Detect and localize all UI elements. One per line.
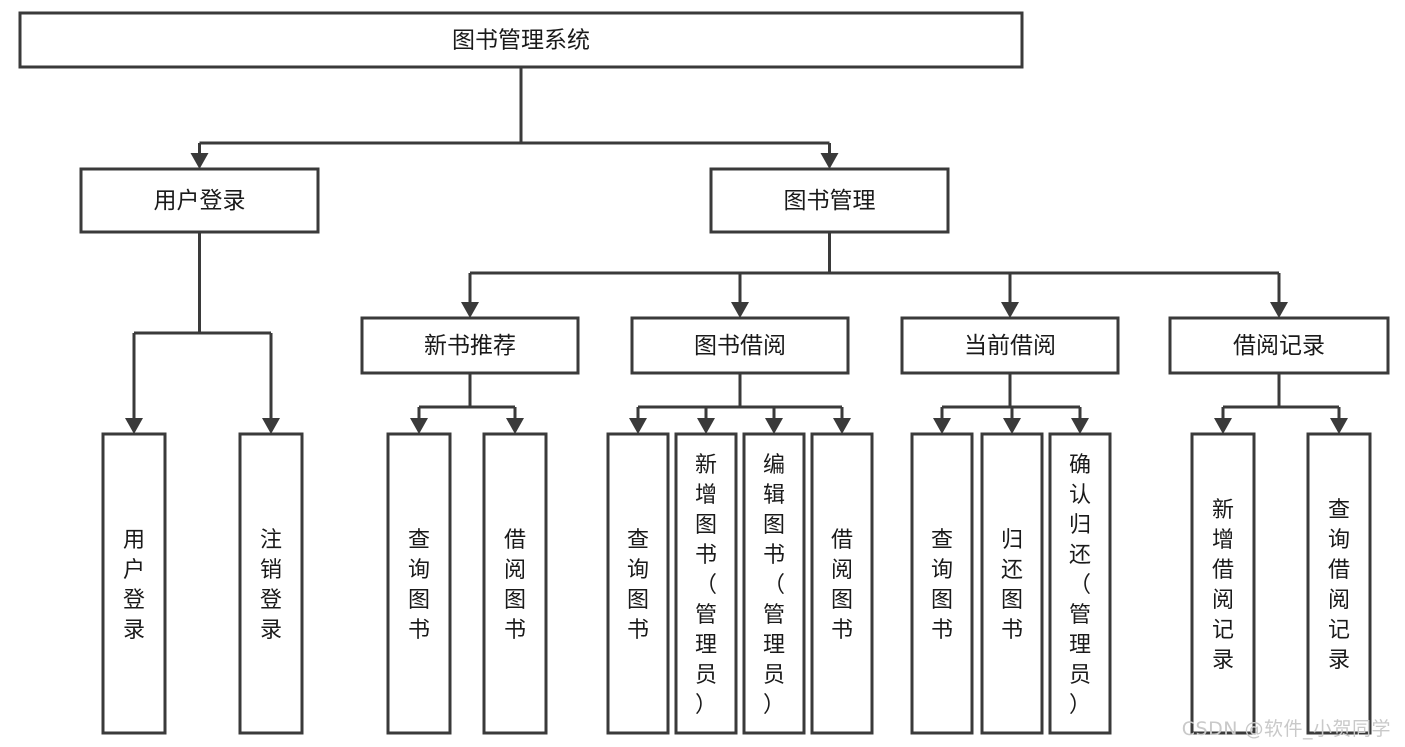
arrow-head-icon [833, 418, 851, 434]
node-leaf-10[interactable]: 确认归还（管理员） [1048, 432, 1112, 735]
connector-group-当前借阅 [933, 373, 1089, 434]
node-level2-1[interactable]: 图书管理 [709, 167, 950, 234]
node-box[interactable] [709, 167, 950, 234]
arrow-head-icon [1071, 418, 1089, 434]
node-leaf-6[interactable]: 编辑图书（管理员） [742, 432, 806, 735]
node-label: 查询图书 [408, 528, 430, 643]
node-box[interactable] [1190, 432, 1256, 735]
arrow-head-icon [1214, 418, 1232, 434]
node-level3-0[interactable]: 新书推荐 [360, 316, 580, 375]
node-box[interactable] [630, 316, 850, 375]
arrow-head-icon [262, 418, 280, 434]
node-label: 查询借阅记录 [1328, 498, 1350, 673]
node-label: 注销登录 [260, 528, 282, 643]
node-leaf-12[interactable]: 查询借阅记录 [1306, 432, 1372, 735]
connector-group-图书借阅 [629, 373, 851, 434]
node-box[interactable] [900, 316, 1120, 375]
node-box[interactable] [238, 432, 304, 735]
node-label: 查询图书 [931, 528, 953, 643]
node-box[interactable] [910, 432, 974, 735]
arrow-head-icon [1003, 418, 1021, 434]
arrow-head-icon [629, 418, 647, 434]
node-label: 用户登录 [154, 188, 246, 214]
connectors-layer [125, 67, 1348, 434]
node-box[interactable] [980, 432, 1044, 735]
node-label: 借阅记录 [1233, 333, 1325, 359]
node-root-0[interactable]: 图书管理系统 [18, 11, 1024, 69]
arrow-head-icon [125, 418, 143, 434]
node-leaf-11[interactable]: 新增借阅记录 [1190, 432, 1256, 735]
node-box[interactable] [386, 432, 452, 735]
node-box[interactable] [742, 432, 806, 735]
connector-group-root [190, 67, 839, 169]
node-label: 图书管理系统 [452, 28, 590, 54]
node-leaf-8[interactable]: 查询图书 [910, 432, 974, 735]
connector-group-借阅记录 [1214, 373, 1348, 434]
arrow-head-icon [190, 153, 209, 169]
connector-group-user-login [125, 232, 280, 434]
node-box[interactable] [360, 316, 580, 375]
node-leaf-1[interactable]: 注销登录 [238, 432, 304, 735]
arrow-head-icon [731, 302, 749, 318]
arrow-head-icon [1001, 302, 1019, 318]
node-box[interactable] [1048, 432, 1112, 735]
node-label: 当前借阅 [964, 333, 1056, 359]
node-box[interactable] [810, 432, 874, 735]
node-leaf-0[interactable]: 用户登录 [101, 432, 167, 735]
node-leaf-2[interactable]: 查询图书 [386, 432, 452, 735]
node-label: 新增借阅记录 [1212, 498, 1234, 673]
arrow-head-icon [697, 418, 715, 434]
arrow-head-icon [410, 418, 428, 434]
node-box[interactable] [674, 432, 738, 735]
arrow-head-icon [933, 418, 951, 434]
node-leaf-9[interactable]: 归还图书 [980, 432, 1044, 735]
node-box[interactable] [606, 432, 670, 735]
node-box[interactable] [79, 167, 320, 234]
node-label: 新书推荐 [424, 333, 516, 359]
node-label: 借阅图书 [831, 528, 853, 643]
node-level3-2[interactable]: 当前借阅 [900, 316, 1120, 375]
node-leaf-7[interactable]: 借阅图书 [810, 432, 874, 735]
node-label: 新增图书（管理员） [695, 453, 717, 718]
node-label: 图书管理 [784, 188, 876, 214]
arrow-head-icon [461, 302, 479, 318]
connector-group-book-management [461, 232, 1288, 318]
node-label: 借阅图书 [504, 528, 526, 643]
node-label: 图书借阅 [694, 333, 786, 359]
node-label: 归还图书 [1001, 528, 1023, 643]
node-label: 编辑图书（管理员） [763, 453, 785, 718]
connector-group-新书推荐 [410, 373, 524, 434]
node-label: 确认归还（管理员） [1069, 453, 1091, 718]
nodes-layer: 图书管理系统用户登录图书管理新书推荐图书借阅当前借阅借阅记录用户登录注销登录查询… [18, 11, 1390, 735]
arrow-head-icon [765, 418, 783, 434]
node-box[interactable] [101, 432, 167, 735]
arrow-head-icon [820, 153, 839, 169]
node-label: 查询图书 [627, 528, 649, 643]
node-level3-1[interactable]: 图书借阅 [630, 316, 850, 375]
node-leaf-3[interactable]: 借阅图书 [482, 432, 548, 735]
node-level3-3[interactable]: 借阅记录 [1168, 316, 1390, 375]
arrow-head-icon [1270, 302, 1288, 318]
arrow-head-icon [1330, 418, 1348, 434]
node-leaf-5[interactable]: 新增图书（管理员） [674, 432, 738, 735]
node-box[interactable] [1168, 316, 1390, 375]
node-label: 用户登录 [123, 528, 145, 643]
node-level2-0[interactable]: 用户登录 [79, 167, 320, 234]
arrow-head-icon [506, 418, 524, 434]
node-box[interactable] [1306, 432, 1372, 735]
node-leaf-4[interactable]: 查询图书 [606, 432, 670, 735]
node-box[interactable] [482, 432, 548, 735]
node-box[interactable] [18, 11, 1024, 69]
